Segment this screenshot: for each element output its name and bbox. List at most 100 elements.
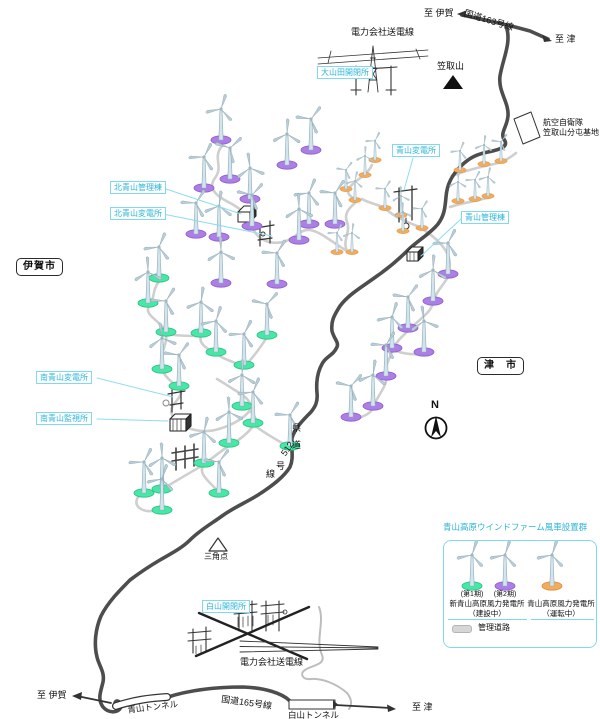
- wind-turbine-g: [149, 322, 177, 374]
- gantry: [260, 600, 285, 632]
- label-power-line-bottom: 電力会社送電線: [240, 657, 304, 667]
- wind-turbine-p: [272, 118, 301, 170]
- wind-turbine-o: [392, 186, 410, 218]
- hakusan-tunnel-cap: [333, 700, 338, 709]
- label-to-tsu-top: 至 津: [555, 34, 576, 44]
- wind-turbine-p: [358, 359, 386, 411]
- wind-turbine-p: [215, 136, 242, 184]
- wind-turbine-p: [295, 106, 322, 155]
- antenna-frame: [171, 443, 199, 471]
- wind-turbine-g: [186, 286, 214, 338]
- wind-turbine-g: [128, 448, 155, 498]
- label-minami-aoyama-substation: 南青山変電所: [36, 371, 92, 385]
- wind-turbine-o: [536, 540, 564, 591]
- national-road-165: [166, 685, 292, 703]
- label-oyamada-switchyard: 大山田開閉所: [317, 66, 373, 80]
- label-kita-aoyama-mgmt: 北青山管理棟: [110, 181, 166, 195]
- label-iga-city: 伊賀市: [16, 258, 63, 276]
- legend-phase2-label: (第2期): [493, 591, 517, 598]
- wind-turbine-o: [449, 172, 467, 204]
- arrow-to-iga-top: [457, 10, 466, 18]
- leader-kita-sub: [162, 213, 273, 237]
- label-aoyama-mgmt: 青山管理棟: [461, 211, 509, 225]
- legend-phase1-label: (第1期): [460, 591, 484, 598]
- label-triangulation: 三角点: [204, 552, 228, 561]
- legend-road-label: 管理道路: [478, 623, 510, 632]
- legend-group1-name: 新青山高原風力発電所: [449, 599, 525, 608]
- wind-turbine-p: [204, 190, 232, 242]
- minami-substation-dot: [162, 399, 170, 407]
- label-compass-n: N: [431, 399, 439, 411]
- aoyama-building-side: [417, 246, 424, 262]
- mgmt-road: [164, 332, 269, 368]
- legend-group2-name: 青山高原風力発電所: [527, 599, 595, 608]
- label-minami-aoyama-watch: 南青山監視所: [36, 412, 92, 426]
- wind-turbine-g: [227, 359, 256, 411]
- wind-turbine-p: [261, 239, 288, 289]
- insulator-dot: [282, 609, 288, 615]
- arrow-to-tsu-top: [542, 34, 552, 42]
- jasdf-base-outline: [513, 111, 541, 145]
- arrow-to-iga-bottom: [72, 692, 82, 700]
- leader-aoyama-sub: [403, 157, 414, 191]
- national-road-163: [460, 13, 550, 41]
- wind-turbine-g: [237, 377, 264, 428]
- minami-building-hatch: [172, 418, 182, 432]
- wind-turbine-g: [251, 292, 278, 340]
- label-tsu-city: 津 市: [477, 357, 524, 375]
- label-power-line-top: 電力会社送電線: [351, 27, 415, 37]
- legend-underline-2: [531, 619, 594, 620]
- legend-road-swatch: [452, 625, 472, 633]
- label-to-iga-bottom: 至 伊賀: [37, 690, 67, 700]
- label-kita-aoyama-substation: 北青山変電所: [110, 207, 166, 221]
- gantry: [349, 65, 398, 96]
- wind-turbine-g: [274, 401, 301, 451]
- road-thin-west: [76, 695, 112, 704]
- legend-underline-1: [448, 619, 527, 620]
- wind-turbine-g: [228, 320, 255, 370]
- wind-turbine-o: [375, 180, 392, 211]
- label-kendo-2: 道: [292, 440, 302, 450]
- wind-turbine-p: [335, 374, 362, 422]
- wind-turbine-o: [450, 141, 467, 173]
- legend-group2-status: （運転中）: [542, 609, 580, 618]
- wind-turbine-g: [456, 540, 484, 591]
- wind-turbine-g: [148, 442, 176, 494]
- wind-turbine-g: [203, 449, 230, 498]
- main-road: [93, 24, 510, 714]
- wind-turbine-g: [146, 464, 174, 515]
- insulators: [195, 614, 274, 655]
- wind-turbine-o: [474, 135, 492, 167]
- triangulation-point: [208, 537, 228, 552]
- wind-turbine-g: [163, 342, 190, 391]
- compass-needle: [431, 416, 441, 438]
- label-to-tsu-bottom: 至 津: [412, 702, 433, 712]
- wind-turbine-p: [418, 254, 447, 306]
- wind-turbine-o: [478, 167, 496, 199]
- wind-turbine-o: [342, 223, 360, 255]
- wind-turbine-o: [394, 202, 412, 234]
- wind-turbine-o: [465, 171, 482, 202]
- label-jasdf-2: 笠取山分屯基地: [543, 128, 599, 137]
- road-thin-east: [334, 704, 392, 709]
- hakusan-tunnel: [288, 699, 336, 710]
- service-gray-line: [301, 606, 353, 710]
- label-jasdf-1: 航空自衛隊: [543, 118, 583, 127]
- power-lines: [317, 48, 429, 65]
- wind-turbine-p: [432, 229, 459, 279]
- wind-turbine-g: [215, 396, 243, 448]
- wind-turbine-o: [345, 171, 363, 203]
- mgmt-road: [360, 197, 426, 231]
- label-to-iga-top: 至 伊賀: [424, 8, 454, 18]
- label-kendo-4: 号: [276, 461, 286, 471]
- wind-turbine-p: [370, 331, 397, 381]
- arrow-to-tsu-bottom: [387, 704, 396, 712]
- aoyama-building-front: [406, 251, 419, 262]
- leader-minami-sub: [96, 377, 174, 398]
- wind-turbine-p: [489, 540, 517, 591]
- label-kendo-1: 県: [292, 423, 302, 433]
- kasatori-mountain: [443, 75, 463, 89]
- power-line-triple: [239, 640, 379, 653]
